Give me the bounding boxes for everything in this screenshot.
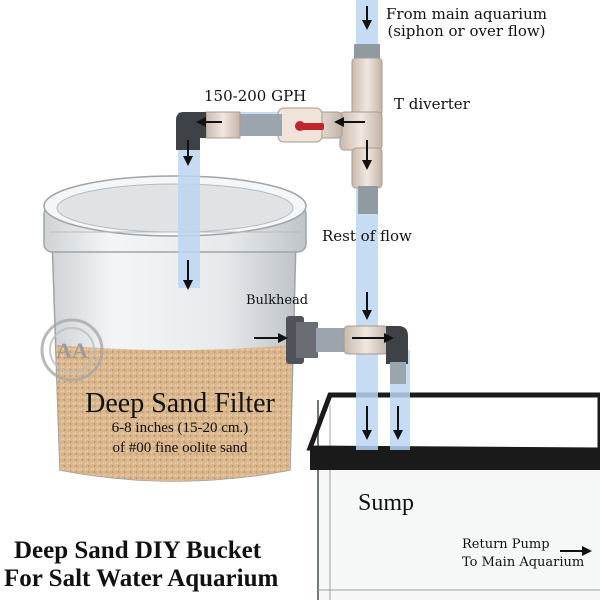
return-pump-label: Return Pump	[462, 537, 550, 552]
diagram-title-line1: Deep Sand DIY Bucket	[14, 537, 262, 564]
to-main-aquarium-label: To Main Aquarium	[462, 555, 585, 570]
flow-rate-label: 150-200 GPH	[204, 87, 307, 105]
bulkhead-label: Bulkhead	[246, 293, 309, 308]
logo-text: AA	[56, 338, 88, 363]
diagram-title-line2: For Salt Water Aquarium	[4, 565, 279, 592]
sump-tank	[306, 392, 600, 605]
valve-handle	[300, 123, 324, 130]
bucket	[43, 175, 307, 482]
filter-title: Deep Sand Filter	[85, 388, 275, 419]
filter-depth: 6-8 inches (15-20 cm.)	[111, 420, 249, 436]
t-diverter-label: T diverter	[394, 95, 470, 113]
logo-seal: AA	[40, 318, 104, 382]
flow-arrows	[183, 6, 592, 556]
rest-of-flow-label: Rest of flow	[322, 227, 412, 245]
pipework	[176, 44, 408, 384]
sump-label: Sump	[358, 490, 415, 516]
inflow-label: From main aquarium (siphon or over flow)	[386, 5, 547, 41]
filter-sand: of #00 fine oolite sand	[112, 440, 248, 456]
